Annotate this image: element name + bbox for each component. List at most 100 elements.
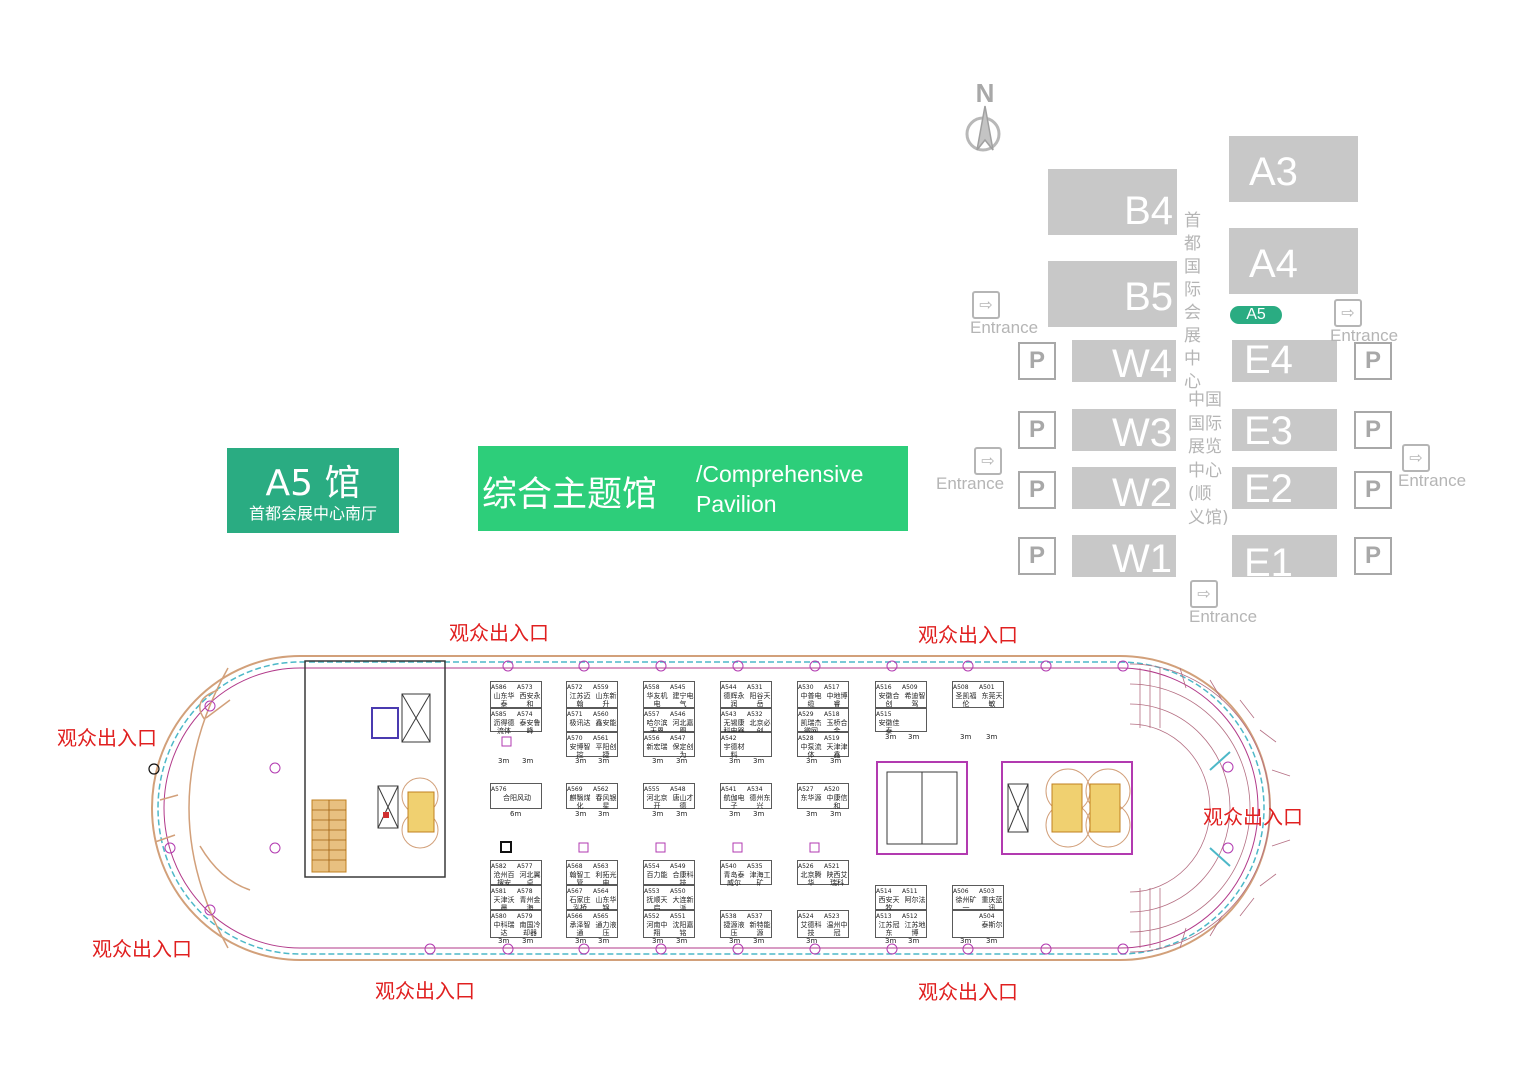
hall-w4: W4 — [1072, 340, 1176, 386]
hall-e2: E2 — [1232, 467, 1337, 511]
booth-dimension-label: 3m — [522, 757, 534, 765]
capital-center-label: 首都国际 会展中心 — [1184, 211, 1201, 392]
booth-dimension-label: 3m — [729, 810, 741, 818]
booth-dimension-label: 3m — [986, 733, 998, 741]
parking-icon: P — [1354, 342, 1392, 380]
booth-dimension-label: 3m — [598, 937, 610, 945]
hall-e3: E3 — [1232, 409, 1337, 453]
booth-dimension-label: 3m — [498, 757, 510, 765]
booth-dimension-label: 6m — [510, 810, 522, 818]
booth-dimension-label: 3m — [676, 810, 688, 818]
parking-icon: P — [1354, 471, 1392, 509]
compass-north-label: N — [976, 78, 995, 108]
entrance-icon: ⇨ — [1402, 444, 1430, 472]
booth-dimension-label: 3m — [908, 937, 920, 945]
booth-dimension-label: 3m — [960, 733, 972, 741]
booth-dimension-label: 3m — [522, 937, 534, 945]
hall-e4: E4 — [1232, 338, 1337, 382]
pavilion-title-badge: 综合主题馆 /Comprehensive Pavilion — [478, 446, 908, 531]
booth-dimension-label: 3m — [652, 757, 664, 765]
booth-dimension-label: 3m — [598, 757, 610, 765]
hall-title-badge: A5 馆 首都会展中心南厅 — [227, 448, 399, 533]
entrance-label: Entrance — [1189, 607, 1258, 626]
entrance-icon: ⇨ — [1190, 580, 1218, 608]
booth-dimension-label: 3m — [885, 937, 897, 945]
hall-subtitle: 首都会展中心南厅 — [248, 504, 377, 523]
booth-dimension-label: 3m — [676, 757, 688, 765]
hall-b5: B5 — [1048, 261, 1177, 327]
entrance-label: Entrance — [936, 474, 1005, 493]
booth-dimension-label: 3m — [652, 810, 664, 818]
audience-exit-label: 观众出入口 — [918, 980, 1018, 1004]
